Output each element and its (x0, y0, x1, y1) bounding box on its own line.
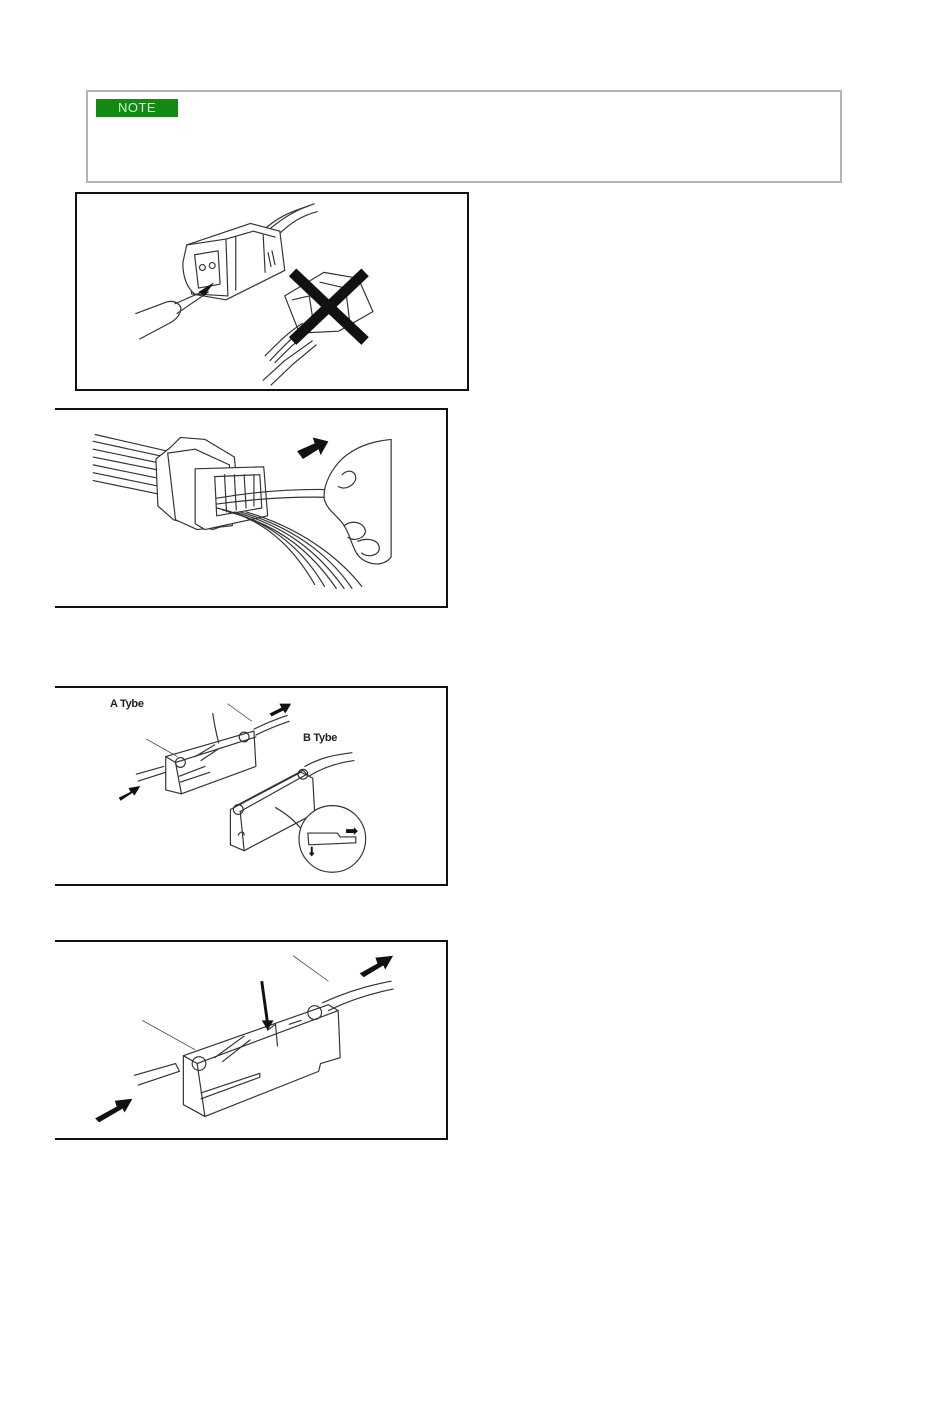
label-a-type: A Tybe (110, 698, 144, 710)
note-body (96, 122, 832, 175)
note-badge: NOTE (96, 99, 178, 117)
prohibited-x-icon (288, 268, 369, 345)
figure-terminal-types: A Tybe B Tybe (55, 686, 448, 886)
hand-icon (323, 438, 392, 565)
arrow-out-icon (359, 955, 394, 978)
connector-icon (92, 433, 269, 531)
figure-wire-pull (55, 408, 448, 608)
terminal-types-illustration (118, 703, 367, 873)
arrow-in-icon (95, 1098, 133, 1123)
terminal-block-b-icon (229, 768, 316, 852)
arrow-right-icon (297, 437, 329, 459)
terminal-block-icon (141, 955, 341, 1118)
figure-terminal-detail (55, 940, 448, 1140)
arrow-down-icon (260, 981, 274, 1031)
probe-connector-illustration (135, 203, 374, 386)
arrow-in-icon (118, 786, 141, 801)
wire-pull-illustration (92, 433, 392, 589)
detail-magnifier-icon (298, 805, 367, 873)
probe-icon (135, 282, 215, 340)
figure-probe-connector (75, 192, 469, 391)
connector-icon (182, 203, 318, 301)
terminal-detail-illustration (95, 955, 394, 1123)
note-box: NOTE (86, 90, 842, 183)
arrow-out-icon (269, 703, 292, 717)
arrow-down-icon (212, 712, 220, 744)
terminal-block-a-icon (145, 703, 257, 795)
label-b-type: B Tybe (303, 732, 338, 744)
